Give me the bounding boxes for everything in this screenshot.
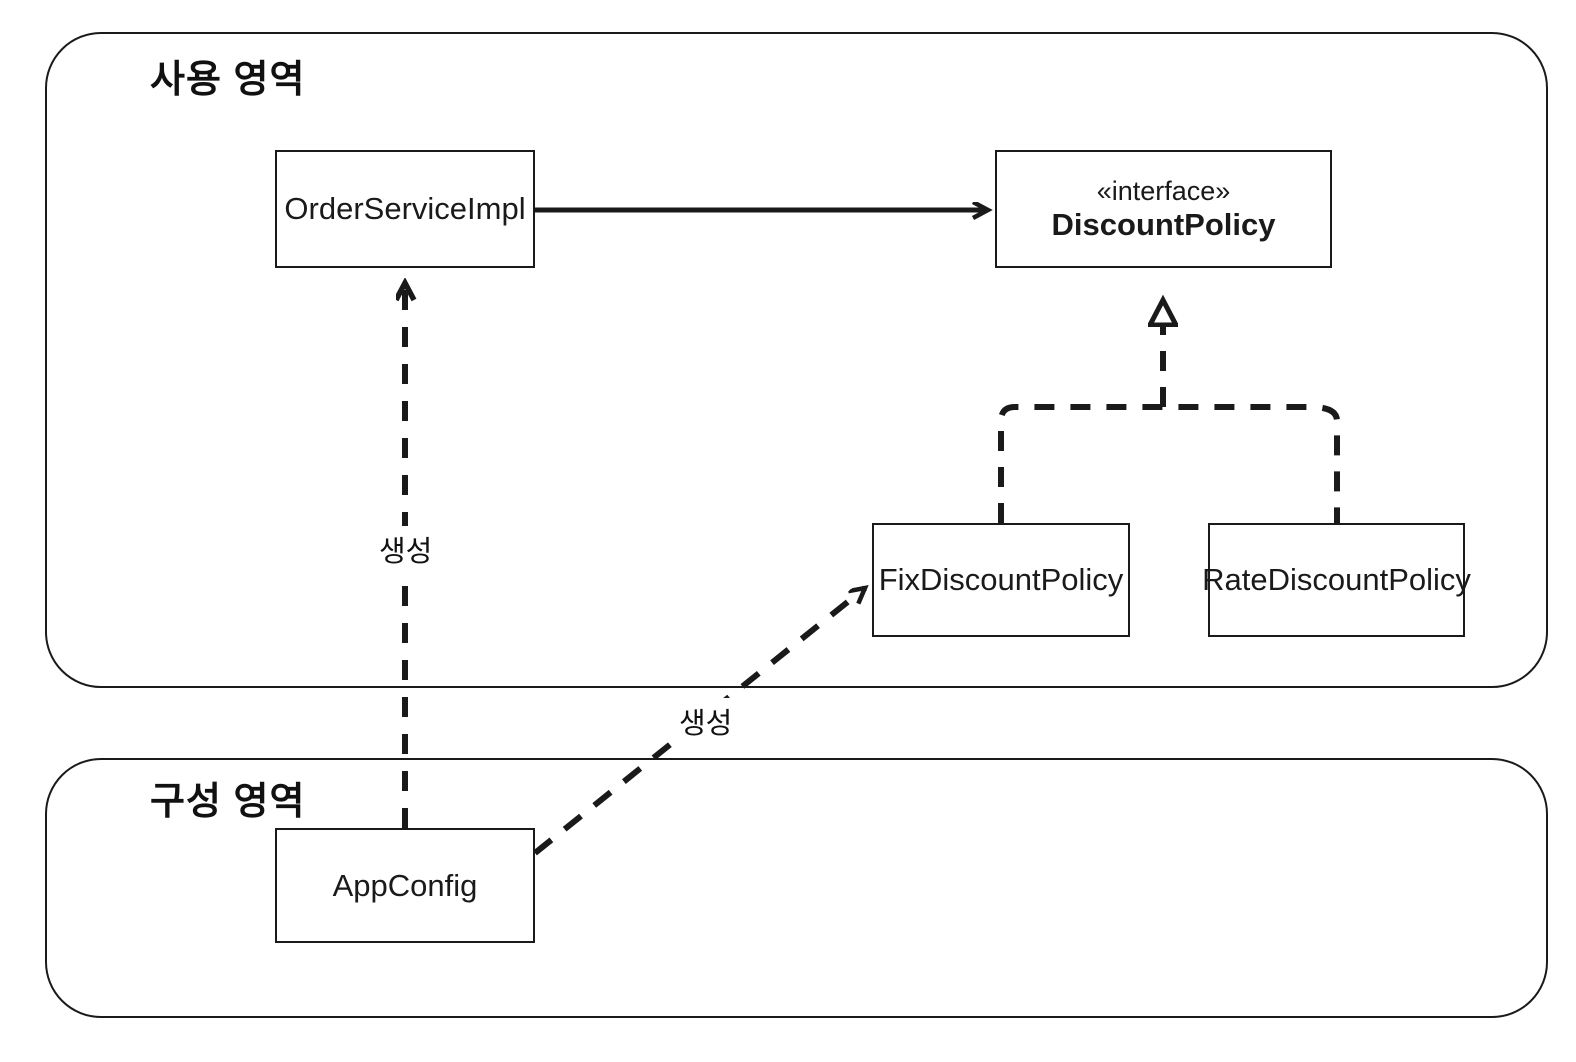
class-name-fix-discount-policy: FixDiscountPolicy	[878, 562, 1124, 598]
class-name-discount-policy: DiscountPolicy	[1051, 206, 1276, 242]
class-box-rate-discount-policy[interactable]: RateDiscountPolicy	[1202, 523, 1471, 637]
class-box-app-config[interactable]: AppConfig	[275, 828, 535, 943]
edge-realization-tree	[998, 300, 1340, 523]
region-usage-area-title: 사용 영역	[150, 59, 306, 101]
edge-label-create-orderservice: 생성	[372, 526, 440, 572]
region-usage-area	[45, 32, 1548, 688]
region-config-area	[45, 758, 1548, 1018]
edge-create-fixdiscountpolicy	[533, 588, 865, 856]
class-name-order-service-impl: OrderServiceImpl	[284, 191, 526, 227]
class-name-app-config: AppConfig	[332, 867, 478, 903]
edge-label-create-fixdiscountpolicy: 생성	[672, 698, 740, 744]
class-box-order-service-impl[interactable]: OrderServiceImpl	[275, 150, 535, 268]
class-name-rate-discount-policy: RateDiscountPolicy	[1202, 562, 1471, 598]
class-box-fix-discount-policy[interactable]: FixDiscountPolicy	[872, 523, 1130, 637]
class-box-discount-policy[interactable]: «interface» DiscountPolicy	[995, 150, 1332, 268]
class-stereotype-discount-policy: «interface»	[1096, 175, 1231, 206]
region-config-area-title: 구성 영역	[150, 781, 306, 823]
